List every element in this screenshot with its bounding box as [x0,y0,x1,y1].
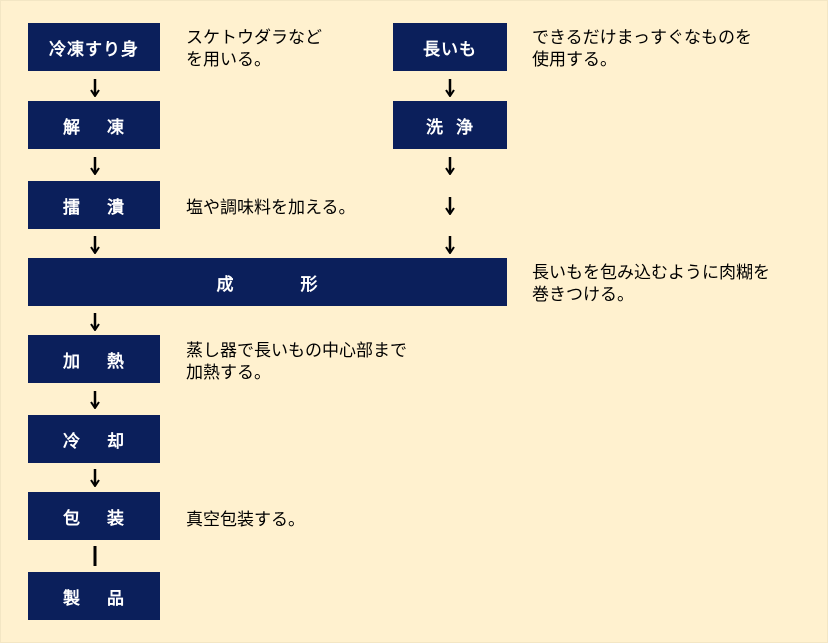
down-arrow-icon [89,157,101,175]
step-grinding: 擂潰 [28,181,160,229]
down-arrow-icon [89,391,101,409]
down-arrow-icon [89,236,101,254]
note-grinding: 塩や調味料を加える。 [186,197,356,219]
down-arrow-icon [89,469,101,487]
note-line: 蒸し器で長いもの中心部まで [186,341,407,361]
down-arrow-icon [444,79,456,97]
note-yam: できるだけまっすぐなものを使用する。 [532,27,752,71]
step-label-char: 潰 [107,197,125,218]
step-label-char: 却 [107,431,125,452]
note-line: 使用する。 [532,50,617,70]
down-arrow-icon [444,197,456,215]
down-arrow-icon [444,236,456,254]
step-washing: 洗浄 [393,101,507,149]
step-label-char: 冷 [63,431,81,452]
step-label-char: 擂 [63,197,81,218]
step-label-char: 熱 [107,351,125,372]
connector-line [89,546,101,566]
step-product: 製品 [28,572,160,620]
note-line: スケトウダラなど [186,28,322,48]
note-line: 塩や調味料を加える。 [186,198,356,218]
note-packaging: 真空包装する。 [186,509,305,531]
step-yam: 長いも [393,23,507,71]
step-frozen-surimi: 冷凍すり身 [28,23,160,71]
step-label-char: 包 [63,508,81,529]
note-forming: 長いもを包み込むように肉糊を巻きつける。 [532,262,770,306]
step-label: 冷凍すり身 [49,39,139,60]
step-label-char: 解 [63,117,81,138]
step-label-char: 凍 [107,117,125,138]
step-thawing: 解凍 [28,101,160,149]
step-label-char: 洗 [426,117,444,138]
step-label-char: 品 [107,588,125,609]
step-packaging: 包装 [28,492,160,540]
step-label-char: 製 [63,588,81,609]
note-surimi: スケトウダラなどを用いる。 [186,27,322,71]
step-label-char: 浄 [456,117,474,138]
step-label-char: 成 [216,274,235,295]
down-arrow-icon [89,313,101,331]
step-heating: 加熱 [28,335,160,383]
note-line: できるだけまっすぐなものを [532,28,752,48]
note-line: 長いもを包み込むように肉糊を [532,263,770,283]
step-label-char: 加 [63,351,81,372]
step-forming: 成形 [28,258,507,306]
note-line: を用いる。 [186,50,271,70]
step-label-char: 装 [107,508,125,529]
note-line: 巻きつける。 [532,285,634,305]
note-heating: 蒸し器で長いもの中心部まで加熱する。 [186,340,407,384]
down-arrow-icon [444,157,456,175]
step-label: 長いも [423,39,477,60]
down-arrow-icon [89,79,101,97]
note-line: 真空包装する。 [186,510,305,530]
step-cooling: 冷却 [28,415,160,463]
note-line: 加熱する。 [186,363,271,383]
step-label-char: 形 [300,274,319,295]
